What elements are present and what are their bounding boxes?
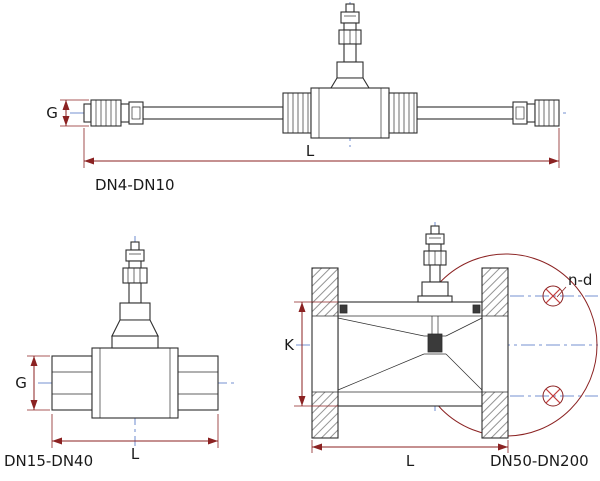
right-clamp-nut [388,92,418,134]
sensor-assembly-large [417,225,453,303]
sensor-lock-nut [122,267,148,284]
gasket-left [339,304,348,314]
turbine-rotor [427,333,443,353]
left-flange [311,267,339,439]
dim-l-medium: L [51,414,219,463]
dim-g-medium: G [15,355,50,411]
sensor-assembly-medium [111,241,159,349]
dim-g-label-small: G [46,104,58,122]
body-shell [337,301,483,407]
meter-body-medium [51,347,219,419]
sensor-assembly-small [330,3,370,89]
view-label-large: DN50-DN200 [490,452,589,470]
view-dn50-dn200: n-d K L DN50-DN200 [284,222,598,470]
right-hex-fitting [177,355,219,411]
dim-l-small: L [83,128,560,168]
view-label-small: DN4-DN10 [95,176,175,194]
dim-g-small: G [46,99,89,127]
bolt-hole-top [542,285,564,307]
sensor-connector-tip [345,3,355,13]
bolt-hole-callout: n-d [556,271,592,298]
right-flange [481,267,509,439]
sensor-connector-tip [430,225,440,235]
meter-body-large [337,301,483,407]
bolt-hole-bottom [542,385,564,407]
dim-k-label: K [284,336,295,354]
dim-g-label-medium: G [15,374,27,392]
view-dn15-dn40: G L DN15-DN40 [4,236,234,470]
dim-l-large: L [311,440,509,470]
dim-l-label-medium: L [131,445,140,463]
bolt-hole-icon [542,285,564,307]
left-threaded-fitting [83,99,144,127]
meter-body-small [282,87,418,139]
center-housing [310,87,390,139]
view-label-medium: DN15-DN40 [4,452,93,470]
dim-l-label-large: L [406,452,415,470]
gasket-right [472,304,481,314]
dim-k-large: K [284,301,338,407]
left-hex-fitting [51,355,93,411]
outlet-tube [416,106,514,120]
sensor-connector-tip [130,241,140,251]
left-clamp-nut [282,92,312,134]
inlet-tube [142,106,284,120]
bolt-hole-icon [542,385,564,407]
bolt-hole-label: n-d [568,271,592,289]
dim-l-label-small: L [306,142,315,160]
right-threaded-fitting [512,99,560,127]
center-body [91,347,179,419]
view-dn4-dn10: G L DN4-DN10 [46,2,567,194]
